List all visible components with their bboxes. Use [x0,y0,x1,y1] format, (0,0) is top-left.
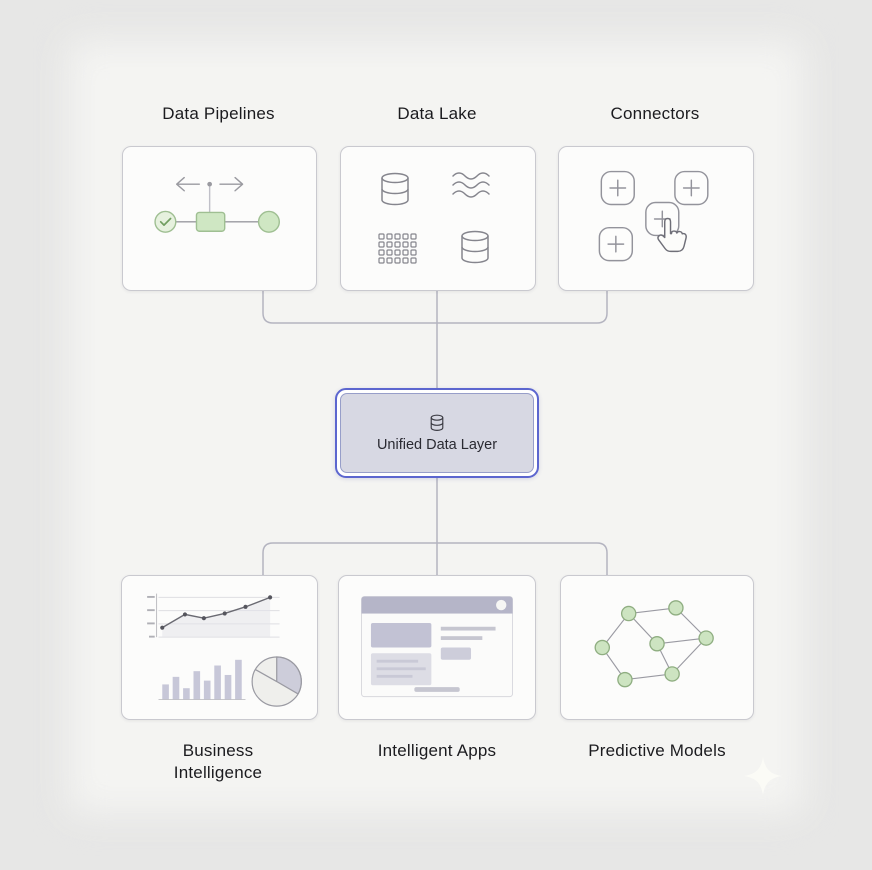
label-predictive-models: Predictive Models [588,741,726,760]
label-intelligent-apps: Intelligent Apps [377,741,497,760]
database-cylinder-icon [461,230,489,263]
dot-grid-icon [378,232,417,264]
database-icon [430,414,444,431]
app-header-bar [361,596,513,614]
card-data-pipelines [122,146,317,291]
bar-chart-icon [158,659,246,700]
content-block [370,622,431,648]
pipeline-flow-icon [153,176,281,257]
connector-tiles-icon [598,170,709,262]
network-graph-icon [594,599,714,687]
unified-data-layer-label: Unified Data Layer [376,436,498,453]
card-business-intelligence [121,575,318,720]
line-chart-icon [147,593,280,638]
avatar [495,599,506,610]
text-line [440,626,496,631]
pie-chart-icon [251,655,302,707]
label-data-lake: Data Lake [397,104,477,123]
button-block [440,647,471,660]
card-intelligent-apps [338,575,536,720]
label-business-intelligence: Business Intelligence [173,741,263,782]
card-data-lake [340,146,536,291]
app-wireframe-icon [360,595,513,697]
unified-data-layer-inner: Unified Data Layer [340,393,534,473]
label-data-pipelines: Data Pipelines [162,104,275,123]
hand-cursor-icon [656,217,687,253]
bi-charts-icon [147,593,302,707]
card-predictive-models [560,575,754,720]
text-line [440,635,482,640]
sparkle-icon [744,757,782,795]
waves-icon [452,171,490,198]
card-connectors [558,146,754,291]
data-lake-icon [378,171,490,264]
label-connectors: Connectors [610,104,700,123]
unified-data-layer-node: Unified Data Layer [335,388,539,478]
footer-bar [413,686,460,692]
database-cylinder-icon [381,172,409,205]
